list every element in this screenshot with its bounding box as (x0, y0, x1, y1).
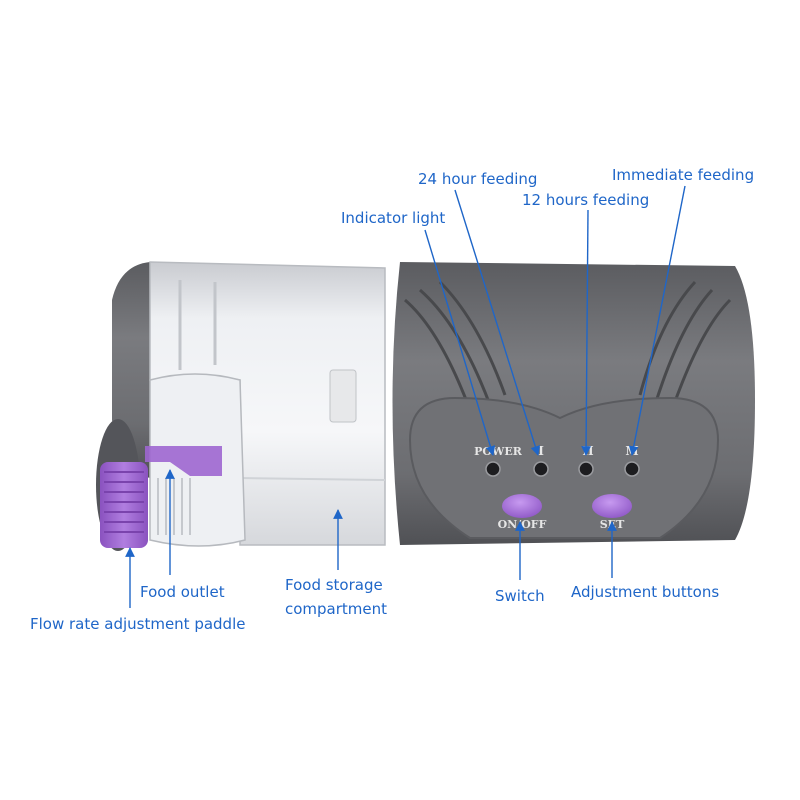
callout-flow-paddle: Flow rate adjustment paddle (30, 615, 245, 633)
callout-storage-line2: compartment (285, 600, 387, 618)
leader-12h (581, 209, 591, 456)
callout-storage-line1: Food storage (285, 576, 383, 594)
callout-indicator-light: Indicator light (341, 209, 445, 227)
feeder-device: POWER I II M ON/OFF SET (96, 261, 755, 551)
drum-clip (329, 369, 357, 423)
mode-1-label: I (538, 444, 544, 458)
leader-indicator (424, 229, 496, 456)
callout-24h-feeding: 24 hour feeding (418, 170, 537, 188)
leader-immediate (628, 185, 686, 456)
outlet-grille (157, 478, 191, 535)
paddle-ridges (104, 471, 144, 533)
paddle-wheel (100, 462, 148, 548)
callout-switch: Switch (495, 587, 545, 605)
control-panel (408, 396, 720, 539)
leader-lines (125, 185, 686, 608)
set-button[interactable] (592, 494, 632, 518)
paddle-arm (145, 446, 222, 476)
callout-adjustment-buttons: Adjustment buttons (571, 583, 719, 601)
drum-fill-line (239, 477, 386, 481)
led-power (485, 461, 501, 477)
leader-24h (454, 189, 541, 456)
callout-12h-feeding: 12 hours feeding (522, 191, 649, 209)
mode-m-label: M (625, 444, 638, 458)
onoff-button[interactable] (502, 494, 542, 518)
led-mode-2 (578, 461, 594, 477)
drum-inner-ridge (178, 280, 217, 370)
callout-labels: 24 hour feeding Immediate feeding 12 hou… (30, 166, 754, 633)
housing-grooves-right (638, 280, 732, 411)
callout-food-outlet: Food outlet (140, 583, 225, 601)
onoff-label: ON/OFF (498, 518, 547, 531)
callout-immediate-feeding: Immediate feeding (612, 166, 754, 184)
mode-2-label: II (582, 444, 594, 458)
power-label: POWER (474, 445, 523, 458)
led-mode-m (624, 461, 640, 477)
led-mode-1 (533, 461, 549, 477)
